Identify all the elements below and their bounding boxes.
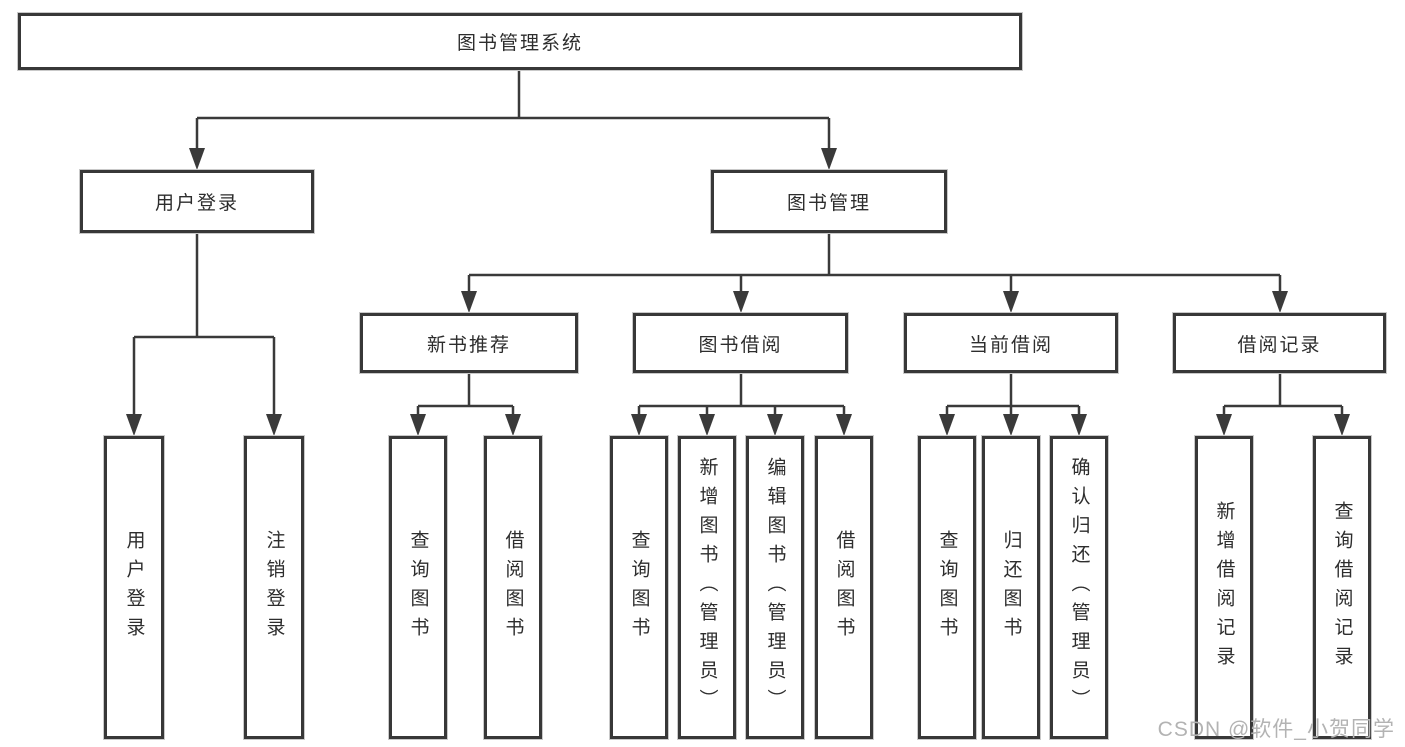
connector-book-mgmt-to-level3 [461, 233, 1288, 313]
leaf-return-books: 归还图书 [982, 436, 1040, 739]
connector-new-book-to-leaves [410, 373, 521, 436]
leaf-query-books-current: 查询图书 [918, 436, 976, 739]
node-current-borrowing: 当前借阅 [904, 313, 1118, 373]
csdn-watermark: CSDN @软件_小贺同学 [1157, 718, 1395, 741]
connector-user-login-to-leaves [126, 233, 282, 436]
node-label: 图书管理 [786, 193, 871, 214]
node-label: 借阅记录 [1237, 334, 1322, 356]
leaf-add-books-admin: 新增图书（管理员） [678, 436, 736, 739]
node-new-book-recommend: 新书推荐 [360, 313, 578, 373]
leaf-query-borrow-record: 查询借阅记录 [1313, 436, 1371, 739]
leaf-logout: 注销登录 [244, 436, 304, 739]
node-label: 图书借阅 [698, 334, 783, 356]
node-label: 当前借阅 [968, 334, 1053, 356]
leaf-add-borrow-record: 新增借阅记录 [1195, 436, 1253, 739]
connector-book-borrow-to-leaves [631, 373, 852, 436]
leaf-query-books-borrow: 查询图书 [610, 436, 668, 739]
node-book-management: 图书管理 [711, 170, 947, 233]
leaf-user-login: 用户登录 [104, 436, 164, 739]
node-borrowing-records: 借阅记录 [1173, 313, 1386, 373]
node-book-borrowing: 图书借阅 [633, 313, 848, 373]
connector-current-borrow-to-leaves [939, 373, 1087, 436]
node-user-login: 用户登录 [80, 170, 314, 233]
leaf-borrow-books: 借阅图书 [815, 436, 873, 739]
node-label: 图书管理系统 [456, 33, 583, 54]
connector-borrow-records-to-leaves [1216, 373, 1350, 436]
leaf-borrow-books-recommend: 借阅图书 [484, 436, 542, 739]
node-library-system-root: 图书管理系统 [18, 13, 1022, 70]
leaf-query-books-recommend: 查询图书 [389, 436, 447, 739]
connector-root-to-level2 [189, 70, 837, 170]
node-label: 新书推荐 [426, 334, 511, 356]
leaf-confirm-return-admin: 确认归还（管理员） [1050, 436, 1108, 739]
node-label: 用户登录 [154, 193, 239, 214]
leaf-edit-books-admin: 编辑图书（管理员） [746, 436, 804, 739]
